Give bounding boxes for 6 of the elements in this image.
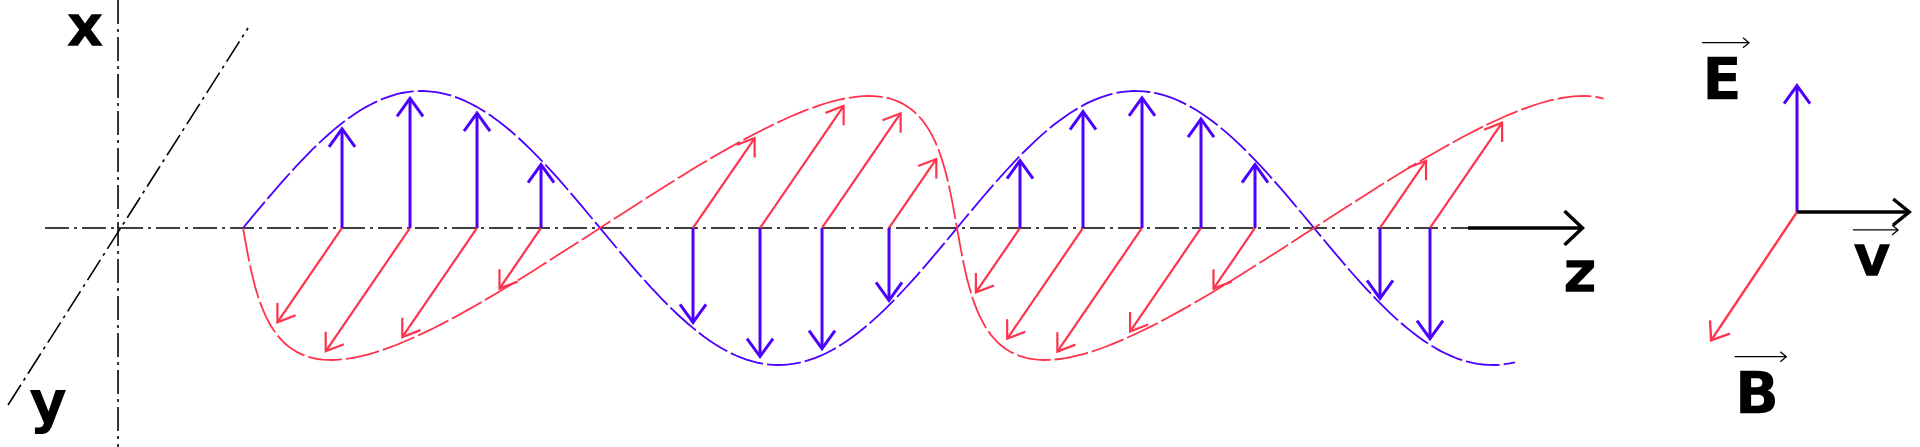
axis-label: y (29, 389, 66, 435)
vector-label: E (1701, 37, 1750, 100)
axis-label: x (67, 14, 103, 46)
vector-label: B (1734, 351, 1788, 414)
axis-label: z (1565, 260, 1595, 292)
vector-label: v (1852, 224, 1900, 276)
